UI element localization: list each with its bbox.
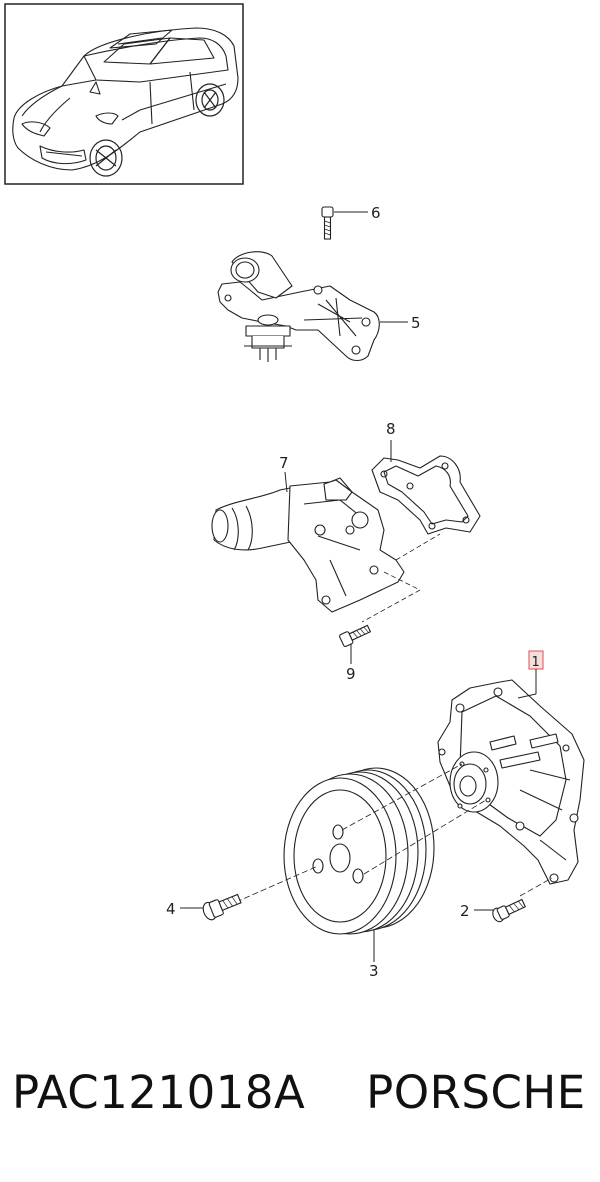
callout-9: 9 [346, 665, 356, 683]
part-8-gasket [371, 455, 481, 535]
part-6-bolt [321, 206, 334, 240]
part-2-bolt [492, 898, 527, 923]
callout-2: 2 [460, 902, 470, 920]
vehicle-thumbnail [4, 3, 244, 185]
callout-7: 7 [279, 454, 289, 472]
brand-name: PORSCHE [366, 1066, 586, 1119]
part-1-water-pump [437, 679, 585, 885]
part-number: PAC121018A [12, 1066, 306, 1119]
part-5-thermostat-housing [217, 251, 380, 362]
callout-5: 5 [411, 314, 421, 332]
callout-1: 1 [532, 655, 540, 670]
callout-8: 8 [386, 420, 396, 438]
leader-7 [284, 471, 288, 493]
callout-6: 6 [371, 204, 381, 222]
alignment-lines-7-8 [361, 533, 441, 623]
callout-4: 4 [166, 900, 176, 918]
part-3-pulley [283, 767, 435, 935]
callout-1-highlight [517, 650, 544, 699]
part-4-bolt [202, 893, 242, 921]
part-9-bolt [339, 624, 372, 647]
footer-caption: PAC121018A PORSCHE [12, 1066, 592, 1130]
part-7-coolant-pipe-housing [211, 477, 405, 613]
alignment-lines-3-1 [235, 763, 553, 903]
callout-3: 3 [369, 962, 379, 980]
